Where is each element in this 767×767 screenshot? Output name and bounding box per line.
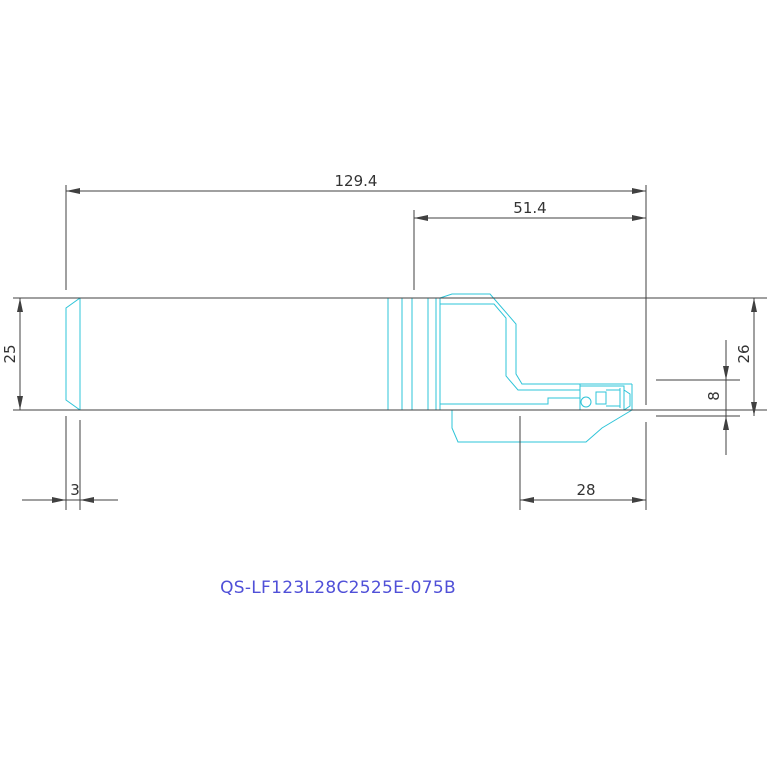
dimension-chamfer: 3 <box>22 481 118 503</box>
dimension-edge-height: 8 <box>705 340 729 455</box>
dimension-shank-height: 25 <box>1 298 23 410</box>
dimension-text-edge-height: 8 <box>705 391 723 401</box>
dimension-head-length: 51.4 <box>414 199 646 221</box>
dimension-text-chamfer: 3 <box>70 481 80 499</box>
insert-tip <box>579 385 631 411</box>
dimension-overall-length: 129.4 <box>66 172 646 194</box>
dimension-text-head-length: 51.4 <box>513 199 546 217</box>
dimension-reach: 28 <box>520 481 646 503</box>
boring-bar-outline <box>65 293 633 443</box>
dimension-overall-height: 26 <box>735 298 757 416</box>
dimension-text-shank-height: 25 <box>1 344 19 363</box>
dimension-text-overall-length: 129.4 <box>335 172 378 190</box>
dimension-text-reach: 28 <box>576 481 595 499</box>
shank-body <box>65 297 441 411</box>
part-number-label: QS-LF123L28C2525E-075B <box>220 578 456 598</box>
extension-lines <box>13 185 767 510</box>
head-lower-profile <box>436 384 633 443</box>
head-profile <box>439 293 632 385</box>
dimension-text-overall-height: 26 <box>735 344 753 363</box>
